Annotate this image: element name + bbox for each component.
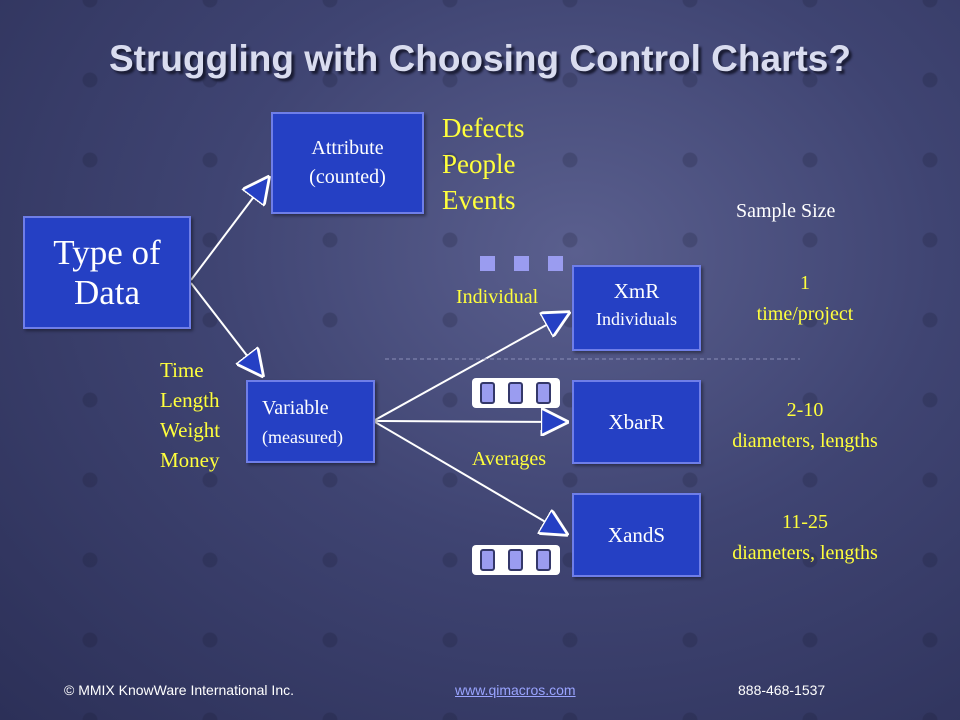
- sample-size-desc: time/project: [756, 303, 854, 325]
- sample-size-desc: diameters, lengths: [732, 430, 878, 452]
- example-defects: Defects: [442, 113, 525, 143]
- variable-label: Variable: [262, 397, 329, 419]
- attribute-examples: Defects People Events: [442, 110, 524, 218]
- attribute-box: Attribute (counted): [271, 112, 424, 214]
- subgroup-sample-2: [508, 549, 523, 571]
- example-money: Money: [160, 448, 220, 472]
- arrow-to-xbarr: [374, 421, 566, 422]
- example-time: Time: [160, 358, 204, 382]
- xmr-sublabel: Individuals: [596, 309, 677, 329]
- subgroup-sample-1: [480, 382, 495, 404]
- arrow-to-variable: [190, 282, 262, 375]
- type-of-data-box: Type of Data: [23, 216, 191, 329]
- subgroup-icon-xbarr: [472, 378, 560, 408]
- xbarr-chart-box: XbarR: [572, 380, 701, 464]
- variable-sublabel: (measured): [262, 427, 343, 447]
- type-of-data-label: Type of Data: [53, 232, 161, 312]
- footer-phone: 888-468-1537: [738, 682, 826, 698]
- footer-copyright: © MMIX KnowWare International Inc.: [64, 682, 294, 698]
- subgroup-sample-3: [536, 549, 551, 571]
- subgroup-sample-3: [536, 382, 551, 404]
- sample-size-value: 2-10: [786, 399, 824, 421]
- variable-box: Variable (measured): [246, 380, 375, 463]
- page-title: Struggling with Choosing Control Charts?: [109, 38, 851, 79]
- sample-size-value: 1: [800, 272, 810, 294]
- footer-link-wrap: www.qimacros.com: [455, 682, 576, 698]
- sample-size-header: Sample Size: [736, 200, 836, 222]
- example-events: Events: [442, 185, 516, 215]
- sample-size-value: 11-25: [782, 511, 828, 533]
- sample-size-xmr: 1 time/project: [700, 268, 910, 330]
- xmr-label: XmR: [613, 279, 660, 303]
- arrow-to-attribute: [190, 178, 268, 281]
- subgroup-sample-2: [508, 382, 523, 404]
- xands-label: XandS: [607, 522, 666, 547]
- sample-size-xbarr: 2-10 diameters, lengths: [700, 395, 910, 457]
- sample-size-desc: diameters, lengths: [732, 542, 878, 564]
- subgroup-icon-xands: [472, 545, 560, 575]
- attribute-label: Attribute: [311, 137, 384, 159]
- xmr-chart-box: XmR Individuals: [572, 265, 701, 351]
- xands-chart-box: XandS: [572, 493, 701, 577]
- attribute-sublabel: (counted): [309, 166, 386, 188]
- averages-label: Averages: [472, 448, 547, 470]
- arrow-to-xands: [374, 421, 566, 534]
- subgroup-sample-1: [480, 549, 495, 571]
- arrow-to-xmr: [374, 313, 568, 421]
- sample-size-xands: 11-25 diameters, lengths: [700, 507, 910, 569]
- individual-marker-1: [480, 256, 495, 271]
- example-weight: Weight: [160, 418, 221, 442]
- example-people: People: [442, 149, 516, 179]
- individual-label: Individual: [456, 286, 539, 308]
- footer-website-link[interactable]: www.qimacros.com: [455, 682, 576, 698]
- xbarr-label: XbarR: [608, 409, 665, 434]
- individual-marker-3: [548, 256, 563, 271]
- example-length: Length: [160, 388, 220, 412]
- variable-examples: Time Length Weight Money: [160, 355, 220, 475]
- individual-marker-2: [514, 256, 529, 271]
